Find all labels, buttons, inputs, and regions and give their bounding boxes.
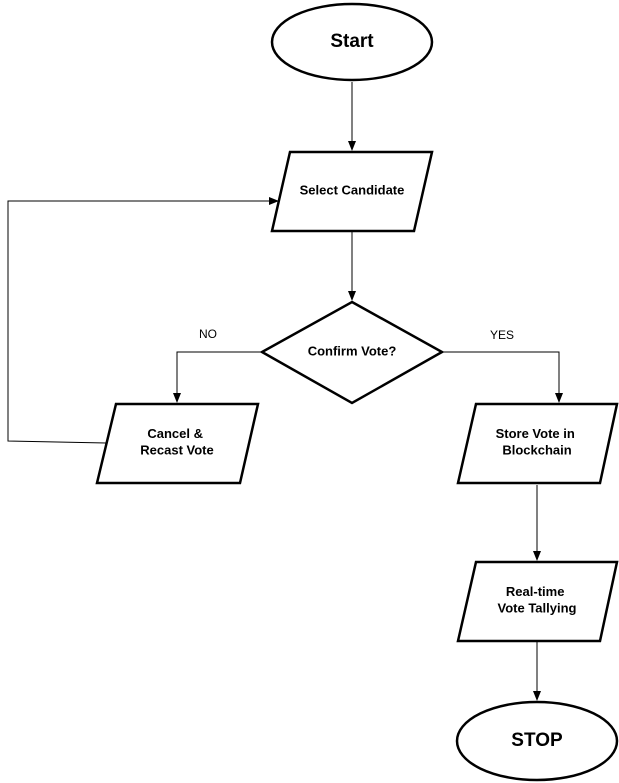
store-vote-line-2: Blockchain	[502, 443, 571, 458]
stop-node: STOP	[455, 700, 619, 782]
cancel-recast-line-1: Cancel &	[147, 427, 203, 442]
tallying-node: Real-time Vote Tallying	[456, 560, 619, 643]
confirm-vote-node: Confirm Vote?	[259, 300, 445, 405]
edge-label-no: NO	[199, 327, 217, 341]
tallying-line-2: Vote Tallying	[498, 601, 577, 616]
start-node: Start	[270, 2, 434, 82]
start-label: Start	[330, 31, 374, 52]
connectors	[7, 82, 563, 701]
cancel-recast-label: Cancel & Recast Vote	[140, 427, 213, 458]
store-vote-label: Store Vote in Blockchain	[496, 427, 579, 458]
store-vote-line-1: Store Vote in	[496, 427, 575, 442]
stop-label: STOP	[511, 730, 563, 751]
arrow-confirm-to-store	[442, 351, 563, 403]
select-candidate-node: Select Candidate	[270, 150, 434, 233]
store-vote-node: Store Vote in Blockchain	[456, 402, 619, 485]
arrow-confirm-to-cancel	[173, 351, 262, 403]
tallying-label: Real-time Vote Tallying	[498, 585, 577, 616]
confirm-vote-label: Confirm Vote?	[308, 343, 397, 358]
cancel-recast-line-2: Recast Vote	[140, 443, 213, 458]
cancel-recast-node: Cancel & Recast Vote	[95, 402, 260, 485]
edge-label-yes: YES	[490, 328, 514, 342]
select-candidate-label: Select Candidate	[300, 182, 405, 197]
tallying-line-1: Real-time	[506, 585, 565, 600]
arrow-cancel-loop-to-select	[7, 197, 279, 444]
